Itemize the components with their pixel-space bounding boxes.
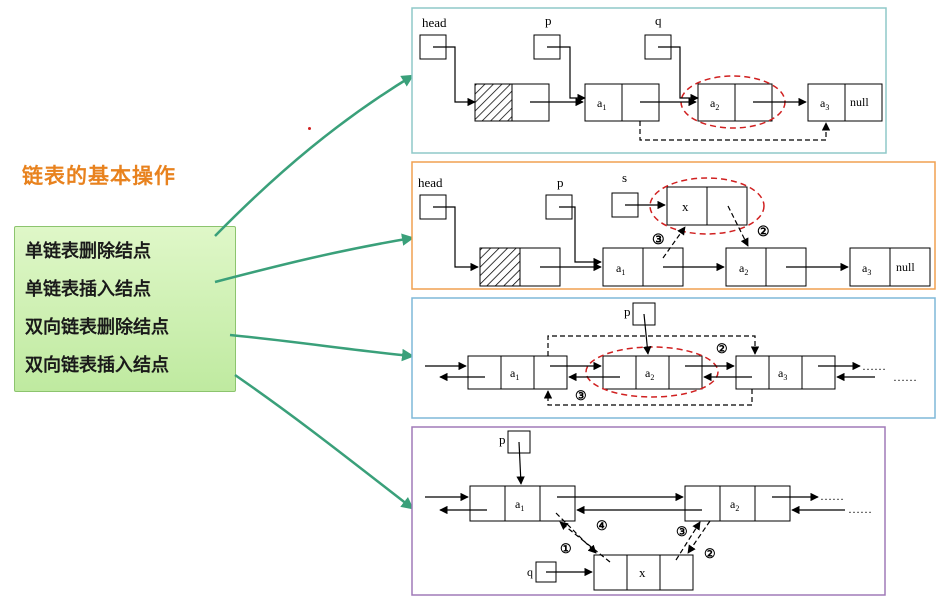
panel2-a1-text: a1 bbox=[616, 261, 625, 277]
panel3-a2-next bbox=[668, 355, 703, 390]
panel1-a3-null bbox=[844, 83, 883, 122]
panel3-a3-next bbox=[801, 355, 836, 390]
page-title: 链表的基本操作 bbox=[22, 164, 176, 188]
laser-pointer-dot bbox=[308, 127, 311, 130]
panel4-step3: ③ bbox=[676, 524, 688, 539]
panel2-head-label: head bbox=[418, 175, 443, 190]
panel4-dots-bottom: …… bbox=[848, 502, 872, 516]
panel4-a2-next bbox=[754, 485, 791, 522]
panel1-q-label: q bbox=[655, 13, 662, 28]
panel-double-delete: p a1 a2 a3 …… …… bbox=[411, 297, 936, 419]
panel4-q-label: q bbox=[527, 565, 533, 579]
panel2-step2: ② bbox=[757, 225, 770, 240]
menu-item-single-delete[interactable]: 单链表删除结点 bbox=[25, 241, 151, 262]
panel4-a1-next bbox=[539, 485, 576, 522]
arrow-to-panel2 bbox=[214, 233, 415, 284]
arrow-to-panel4 bbox=[234, 373, 414, 510]
arrow-to-panel1 bbox=[214, 74, 415, 237]
operations-menu: 单链表删除结点 单链表插入结点 双向链表删除结点 双向链表插入结点 bbox=[14, 226, 236, 392]
panel2-a3-null bbox=[889, 247, 931, 287]
panel2-header-data bbox=[479, 247, 521, 287]
panel3-a1-text: a1 bbox=[510, 366, 519, 382]
panel4-x-next bbox=[659, 554, 694, 591]
panel2-x-next bbox=[706, 186, 748, 226]
menu-item-single-insert[interactable]: 单链表插入结点 bbox=[25, 279, 151, 300]
panel3-frame bbox=[411, 297, 936, 419]
panel2-a3-text: a3 bbox=[862, 261, 871, 277]
panel3-dots-top: …… bbox=[862, 359, 886, 373]
panel4-p-label: p bbox=[499, 432, 506, 447]
panel1-a1-text: a1 bbox=[597, 96, 606, 112]
panel2-p-label: p bbox=[557, 175, 564, 190]
panel-double-insert: p a1 a2 x q bbox=[411, 426, 886, 596]
panel3-p-label: p bbox=[624, 304, 631, 319]
panel2-a2-text: a2 bbox=[739, 261, 748, 277]
panel-single-delete: head p q a1 a2 a3 null bbox=[411, 7, 887, 154]
panel3-step3: ③ bbox=[575, 388, 587, 403]
menu-item-double-delete[interactable]: 双向链表删除结点 bbox=[25, 317, 169, 338]
panel4-a1-text: a1 bbox=[515, 497, 524, 513]
panel3-a2-text: a2 bbox=[645, 366, 654, 382]
panel4-dots-top: …… bbox=[820, 489, 844, 503]
panel2-x-text: x bbox=[682, 199, 689, 214]
panel2-s-label: s bbox=[622, 170, 627, 185]
panel3-deleted-ellipse bbox=[585, 346, 719, 398]
panel2-null-text: null bbox=[896, 260, 915, 274]
panel4-x-text: x bbox=[639, 565, 646, 580]
menu-arrows bbox=[214, 74, 415, 510]
panel3-dots-bottom: …… bbox=[893, 370, 917, 384]
panel1-a3-text: a3 bbox=[820, 96, 829, 112]
panel3-a1-next bbox=[533, 355, 568, 390]
panel1-header-data bbox=[474, 83, 513, 122]
panel3-p-box bbox=[632, 302, 656, 326]
panel4-step1: ① bbox=[560, 541, 572, 556]
panel-single-insert: head p s x a1 a2 a3 null bbox=[411, 161, 936, 290]
arrow-to-panel3 bbox=[229, 333, 415, 362]
panel4-step2: ② bbox=[704, 546, 716, 561]
panel1-head-label: head bbox=[422, 15, 447, 30]
panel2-step3: ③ bbox=[652, 233, 665, 248]
panel3-step2: ② bbox=[716, 341, 728, 356]
panel1-frame bbox=[411, 7, 887, 154]
menu-item-double-insert[interactable]: 双向链表插入结点 bbox=[25, 355, 169, 376]
panel4-frame bbox=[411, 426, 886, 596]
panel1-a2-text: a2 bbox=[710, 96, 719, 112]
panel3-a3-text: a3 bbox=[778, 366, 787, 382]
panel4-a2-text: a2 bbox=[730, 497, 739, 513]
panel4-step4: ④ bbox=[596, 518, 608, 533]
panel2-new-node-ellipse bbox=[649, 177, 765, 235]
panel1-null-text: null bbox=[850, 95, 869, 109]
panel1-p-label: p bbox=[545, 13, 552, 28]
